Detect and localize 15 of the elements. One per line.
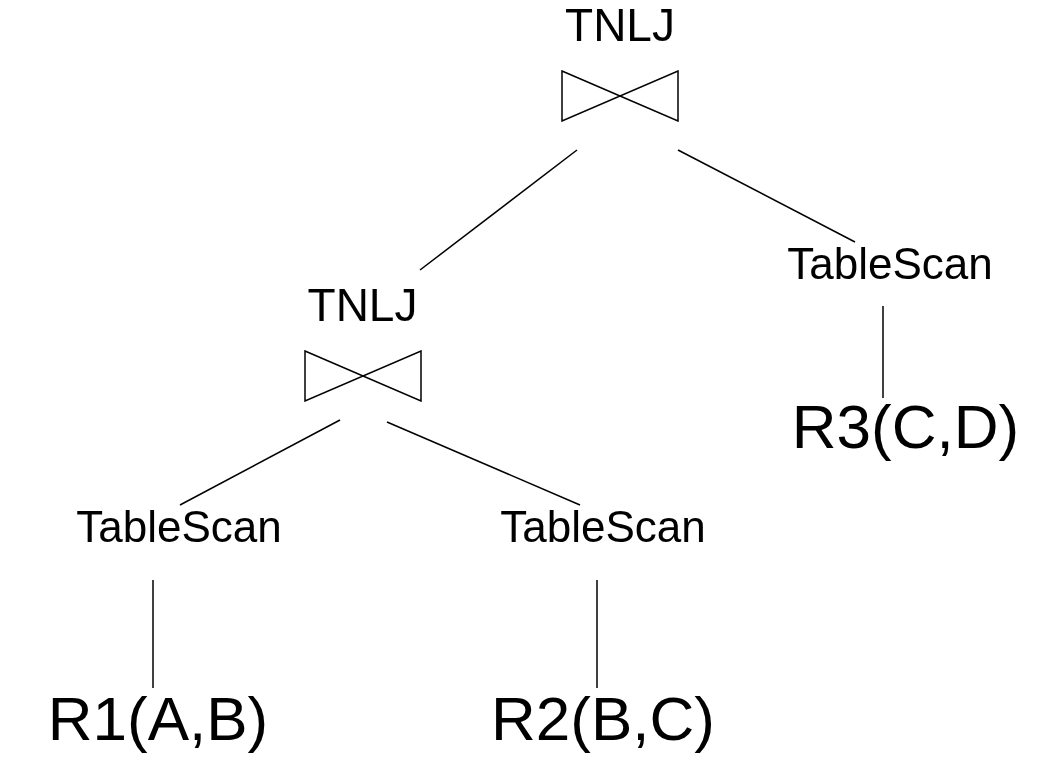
- relation-label: R3(C,D): [748, 396, 1063, 470]
- operator-label: TNLJ: [565, 2, 675, 48]
- relation-label: R1(A,B): [0, 688, 316, 768]
- connector-line: [179, 419, 341, 506]
- connector-line: [677, 149, 856, 243]
- connector-line: [152, 579, 154, 689]
- operator-label: TableScan: [28, 505, 330, 575]
- connector-line: [386, 421, 581, 506]
- connector-line: [596, 579, 598, 689]
- connector-line: [419, 149, 578, 271]
- operator-label: TableScan: [452, 505, 754, 575]
- operator-label: TableScan: [738, 242, 1042, 304]
- connector-line: [882, 305, 884, 399]
- operator-label: TNLJ: [307, 282, 418, 328]
- relation-label: R2(B,C): [438, 688, 768, 768]
